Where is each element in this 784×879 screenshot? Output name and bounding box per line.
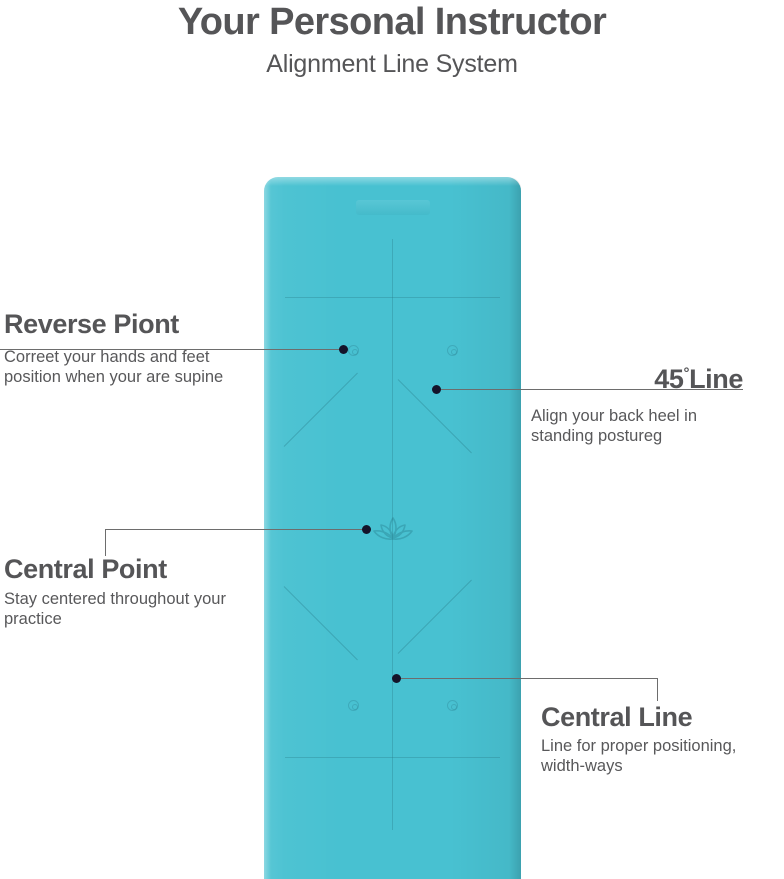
header: Your Personal Instructor Alignment Line … <box>0 0 784 79</box>
leader-line-reverse-point <box>0 349 343 350</box>
mat-surface <box>264 177 521 879</box>
callout-reverse-point: Reverse Piont Correet your hands and fee… <box>4 310 229 388</box>
callout-central-point: Central Point Stay centered throughout y… <box>4 555 249 630</box>
degree-symbol-icon: ° <box>683 365 690 382</box>
brand-logo-emboss-icon <box>355 200 430 215</box>
callout-central-line-body: Line for proper positioning, width-ways <box>541 737 737 776</box>
mat-marker-upper-left-icon <box>348 345 359 356</box>
anchor-dot-central-point <box>362 525 371 534</box>
anchor-dot-45-degree <box>432 385 441 394</box>
leader-line-central-point-horizontal <box>105 529 366 530</box>
leader-line-central-line-vertical <box>657 678 658 701</box>
callout-central-line-title: Central Line <box>541 702 693 732</box>
callout-central-point-title: Central Point <box>4 554 167 584</box>
mat-marker-lower-left-icon <box>348 700 359 711</box>
callout-reverse-point-body: Correet your hands and feet position whe… <box>4 348 224 387</box>
anchor-dot-reverse-point <box>339 345 348 354</box>
page-subtitle: Alignment Line System <box>266 50 518 79</box>
leader-line-45-degree <box>440 389 743 390</box>
mat-marker-upper-right-icon <box>447 345 458 356</box>
mat-marker-lower-right-icon <box>447 700 458 711</box>
yoga-mat-illustration <box>264 177 521 879</box>
callout-45-word: Line <box>689 364 743 394</box>
callout-central-line: Central Line Line for proper positioning… <box>541 703 784 777</box>
leader-line-central-point-vertical <box>105 529 106 556</box>
callout-45-degree-line: 45°Line Align your back heel in standing… <box>531 365 743 447</box>
callout-45-number: 45 <box>654 364 684 394</box>
callout-central-point-body: Stay centered throughout your practice <box>4 590 226 629</box>
mat-left-edge-highlight <box>264 177 271 879</box>
anchor-dot-central-line <box>392 674 401 683</box>
mat-right-edge-shadow <box>509 177 521 879</box>
callout-45-degree-title: 45°Line <box>531 365 743 393</box>
lotus-emblem-icon <box>372 517 413 540</box>
leader-line-central-line-horizontal <box>400 678 657 679</box>
callout-reverse-point-title: Reverse Piont <box>4 309 179 339</box>
mat-upper-cross-line <box>285 297 500 298</box>
mat-top-edge-highlight <box>264 177 521 186</box>
page-title: Your Personal Instructor <box>177 1 607 43</box>
mat-lower-cross-line <box>285 757 500 758</box>
callout-45-degree-body: Align your back heel in standing posture… <box>531 407 698 446</box>
mat-center-vertical-line <box>392 239 393 830</box>
